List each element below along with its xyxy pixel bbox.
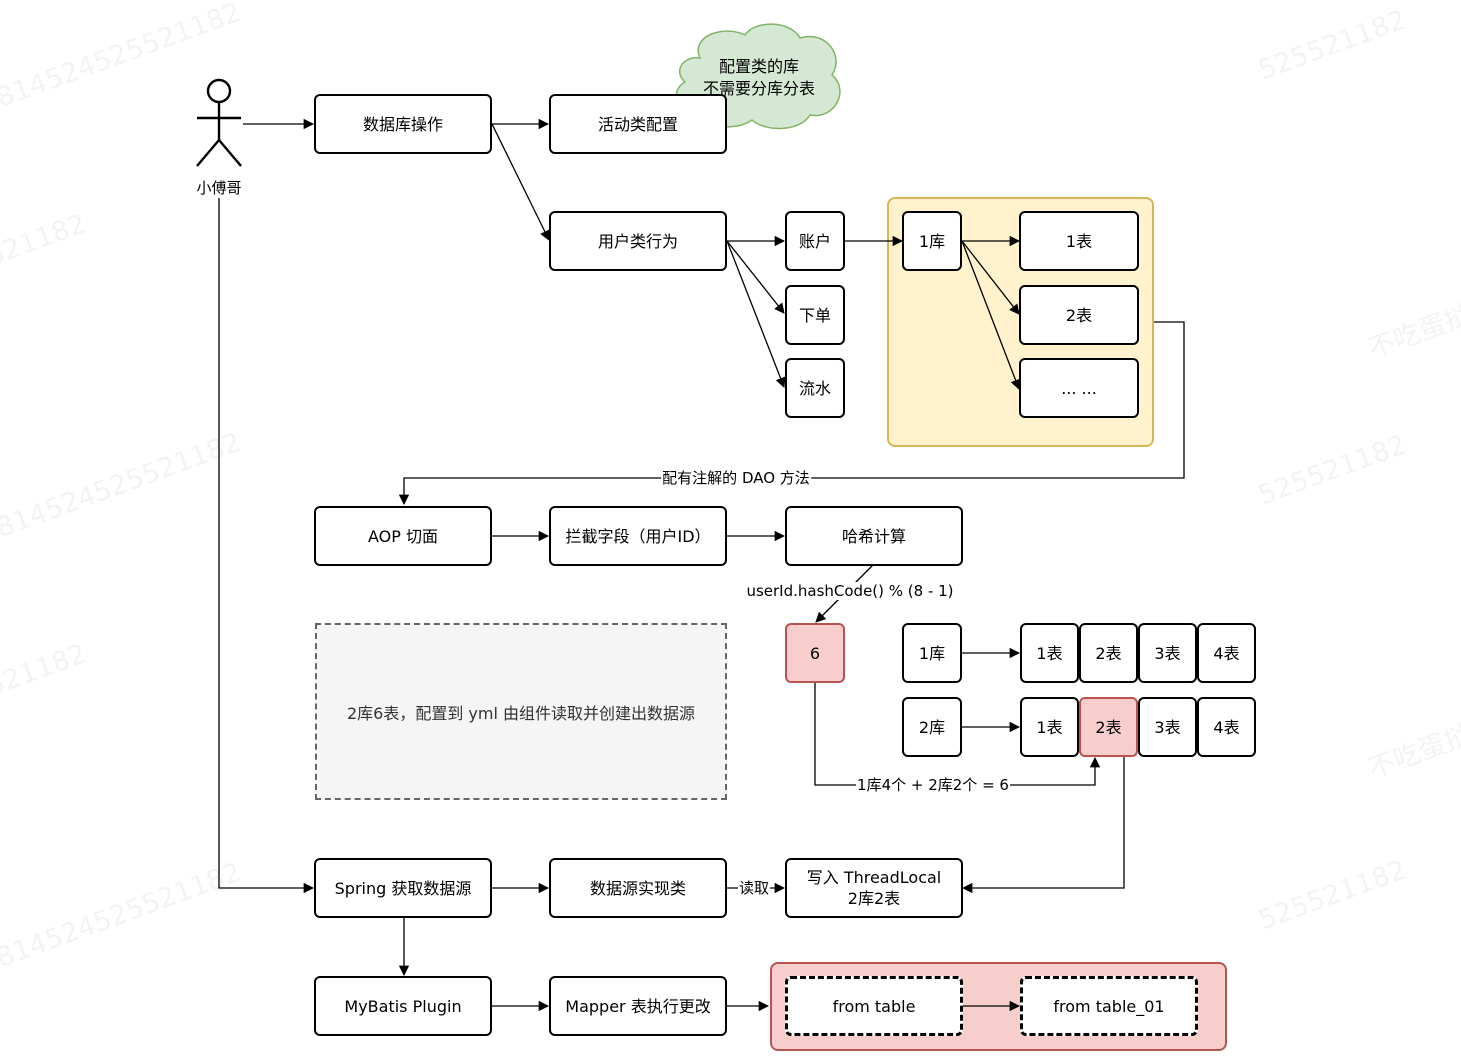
edge <box>218 198 315 894</box>
hash-node: 哈希计算 <box>785 506 963 566</box>
activity-config-node: 活动类配置 <box>549 94 727 154</box>
grid-row1-table2: 2表 <box>1079 623 1138 683</box>
grid-lib2-node: 2库 <box>902 697 962 757</box>
hash-result-node: 6 <box>785 623 845 683</box>
yml-config-note: 2库6表，配置到 yml 由组件读取并创建出数据源 <box>315 623 727 800</box>
edge <box>726 240 786 388</box>
intercept-node: 拦截字段（用户ID） <box>549 506 727 566</box>
actor-label: 小傅哥 <box>196 179 242 197</box>
flow-node: 流水 <box>785 358 845 418</box>
grid-row2-table1: 1表 <box>1020 697 1079 757</box>
edge <box>726 240 785 314</box>
spring-datasource-node: Spring 获取数据源 <box>314 858 492 918</box>
actor-figure <box>196 78 242 167</box>
aop-node: AOP 切面 <box>314 506 492 566</box>
table2-node: 2表 <box>1019 285 1139 345</box>
grid-row2-table3: 3表 <box>1138 697 1197 757</box>
grid-row2-table2: 2表 <box>1079 697 1138 757</box>
threadlocal-node: 写入 ThreadLocal 2库2表 <box>785 858 963 918</box>
grid-row1-table4: 4表 <box>1197 623 1256 683</box>
edge <box>961 757 1125 894</box>
grid-row2-table4: 4表 <box>1197 697 1256 757</box>
mapper-node: Mapper 表执行更改 <box>549 976 727 1036</box>
lib1-node: 1库 <box>902 211 962 271</box>
edge <box>398 321 1185 506</box>
grid-row1-table3: 3表 <box>1138 623 1197 683</box>
db-ops-node: 数据库操作 <box>314 94 492 154</box>
edge <box>961 240 1020 315</box>
cloud-note: 配置类的库 不需要分库分表 <box>703 56 815 100</box>
from-table-01-node: from table_01 <box>1020 976 1198 1036</box>
yml-config-note-text: 2库6表，配置到 yml 由组件读取并创建出数据源 <box>346 703 696 723</box>
account-node: 账户 <box>785 211 845 271</box>
sum-edge-label: 1库4个 + 2库2个 = 6 <box>856 776 1010 794</box>
grid-row1-table1: 1表 <box>1020 623 1079 683</box>
cloud-note-line-1: 配置类的库 <box>718 57 800 76</box>
edge <box>491 123 550 241</box>
order-node: 下单 <box>785 285 845 345</box>
table1-node: 1表 <box>1019 211 1139 271</box>
hash-expression-label: userId.hashCode() % (8 - 1) <box>745 582 955 600</box>
user-behavior-node: 用户类行为 <box>549 211 727 271</box>
mybatis-plugin-node: MyBatis Plugin <box>314 976 492 1036</box>
read-edge-label: 读取 <box>737 879 771 897</box>
grid-lib1-node: 1库 <box>902 623 962 683</box>
from-table-node: from table <box>785 976 963 1036</box>
cloud-note-line-2: 不需要分库分表 <box>702 79 816 98</box>
datasource-impl-node: 数据源实现类 <box>549 858 727 918</box>
table-more-node: ... ... <box>1019 358 1139 418</box>
edge <box>961 240 1021 390</box>
dao-edge-label: 配有注解的 DAO 方法 <box>661 469 811 487</box>
